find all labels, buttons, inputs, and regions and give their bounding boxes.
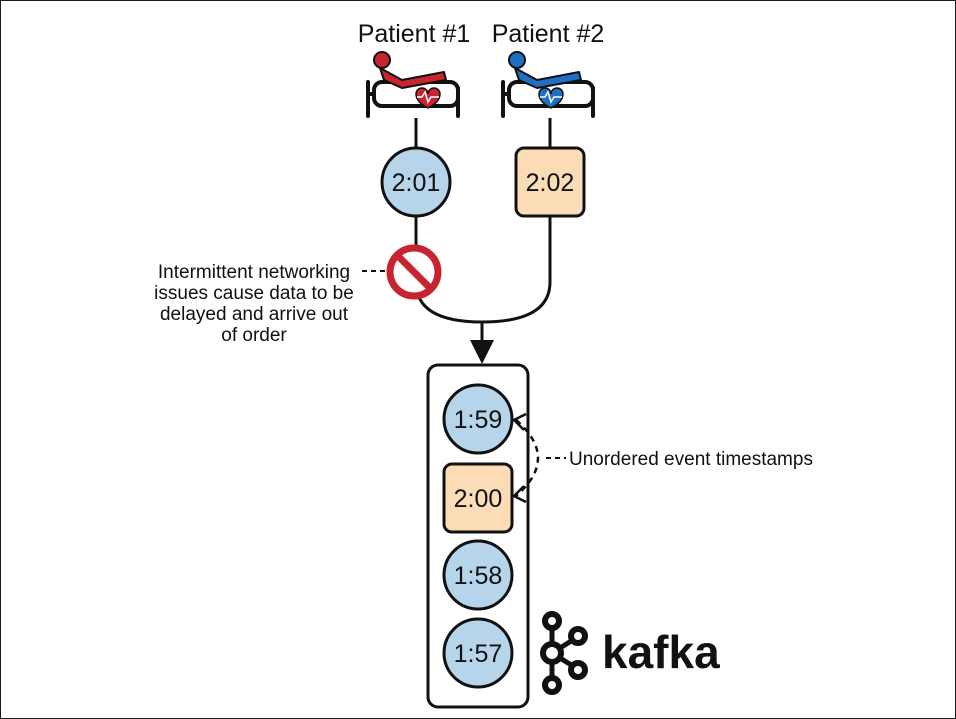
kafka-event-circle bbox=[442, 383, 514, 455]
network-issue-line-1: Intermittent networking bbox=[158, 262, 350, 283]
kafka-topic-container bbox=[426, 363, 530, 709]
patient-2-label: Patient #2 bbox=[492, 20, 605, 48]
kafka-event-time: 1:59 bbox=[454, 406, 503, 434]
kafka-logo-text: kafka bbox=[602, 626, 720, 678]
patient-2-event-time: 2:02 bbox=[526, 169, 575, 197]
network-issue-line-3: delayed and arrive out bbox=[160, 304, 349, 325]
kafka-event-time: 1:57 bbox=[454, 640, 503, 668]
unordered-dashed-arrow bbox=[515, 419, 540, 497]
merge-line-right bbox=[481, 216, 552, 324]
patient-2-bed-icon bbox=[501, 51, 595, 118]
prohibited-icon bbox=[386, 244, 442, 300]
kafka-event-circle bbox=[442, 617, 514, 689]
patient-1-event-time: 2:01 bbox=[392, 169, 441, 197]
kafka-event-time: 2:00 bbox=[454, 485, 503, 513]
unordered-arrowhead-top bbox=[511, 412, 527, 431]
network-issue-line-2: issues cause data to be bbox=[154, 283, 354, 304]
kafka-event-circle bbox=[442, 539, 514, 611]
kafka-event-square bbox=[442, 462, 514, 534]
patient-2-event-square bbox=[514, 146, 586, 218]
unordered-arrowhead-bottom bbox=[511, 485, 527, 504]
network-issue-line-4: of order bbox=[221, 325, 287, 346]
patient-1-event-circle bbox=[380, 146, 452, 218]
patient-1-bed-icon bbox=[366, 51, 460, 118]
patient-1-label: Patient #1 bbox=[358, 20, 471, 48]
kafka-logo-icon bbox=[540, 611, 588, 695]
kafka-event-time: 1:58 bbox=[454, 562, 503, 590]
network-issue-note: Intermittent networking issues cause dat… bbox=[154, 262, 354, 346]
unordered-note: Unordered event timestamps bbox=[569, 449, 813, 470]
